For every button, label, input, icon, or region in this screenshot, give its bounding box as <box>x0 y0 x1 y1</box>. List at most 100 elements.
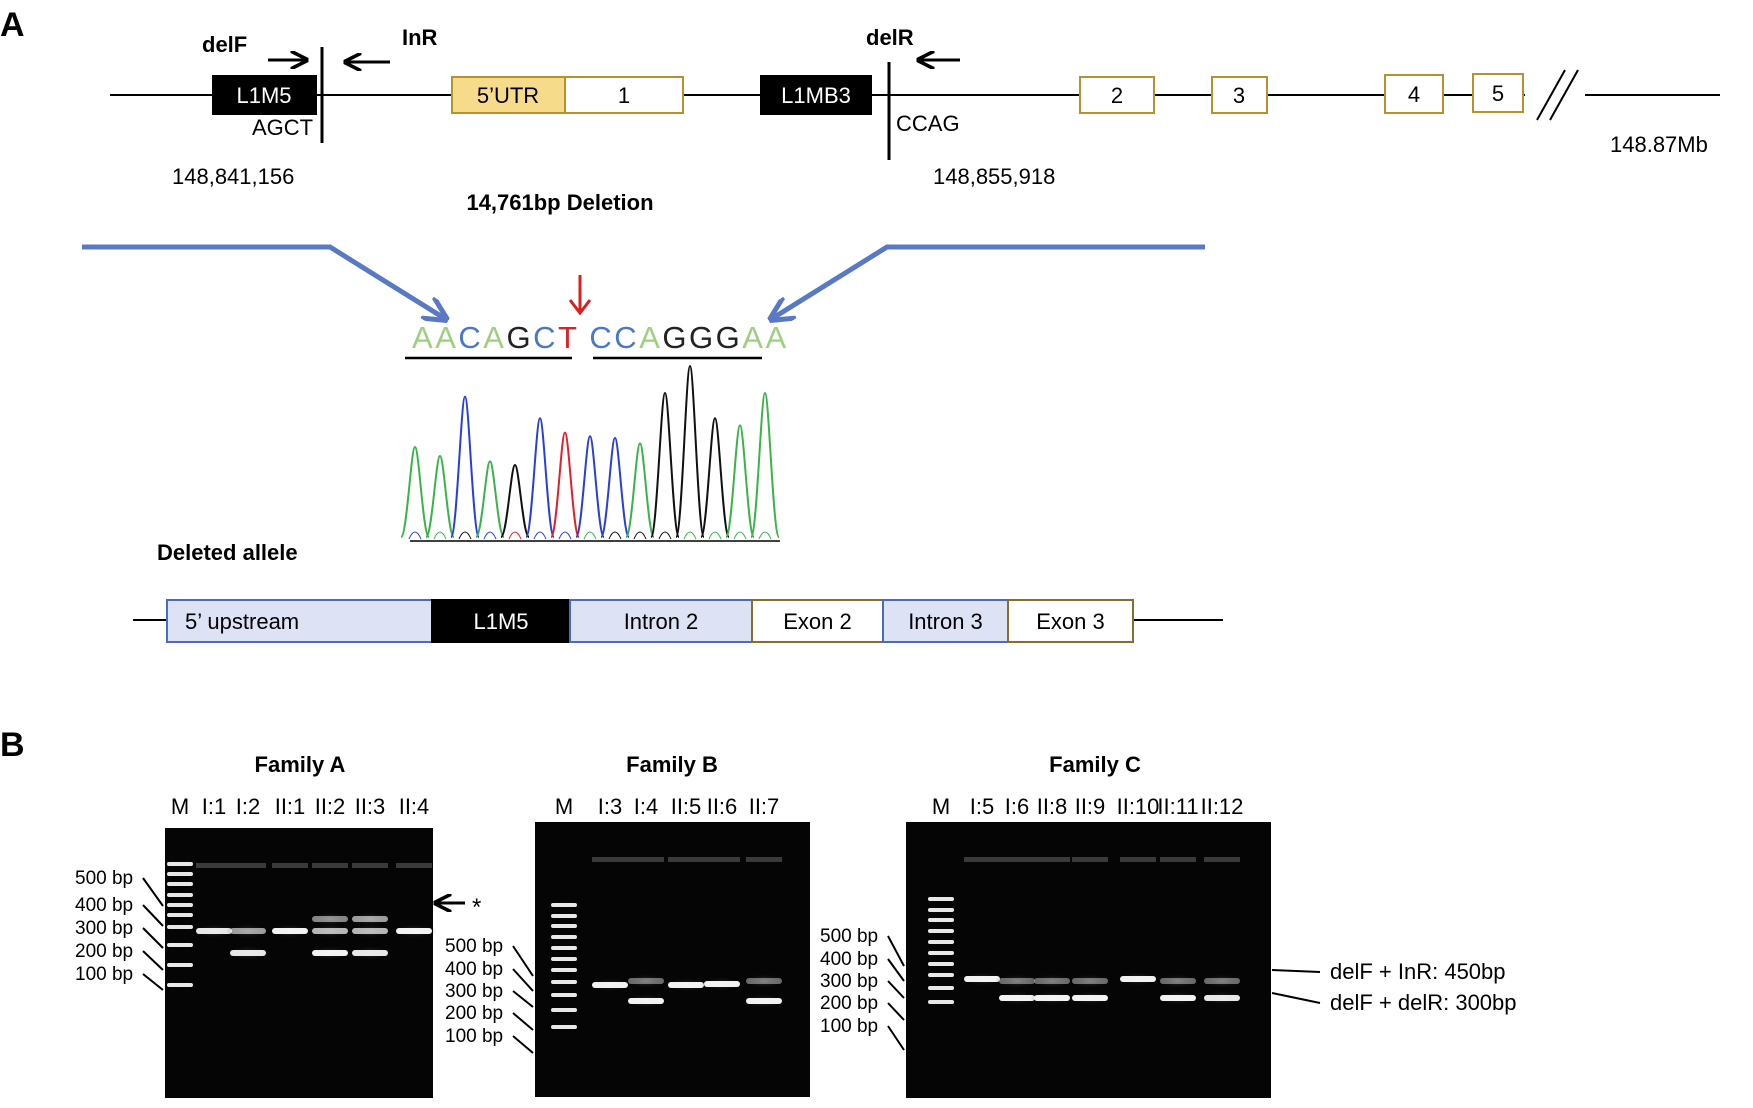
band-glow <box>624 973 668 989</box>
pcr-band <box>999 995 1035 1001</box>
coord-left: 148,841,156 <box>172 164 294 189</box>
ladder-label: 100 bp <box>445 1026 503 1047</box>
ladder-label: 200 bp <box>445 1003 503 1024</box>
pcr-band <box>230 928 266 934</box>
ladder-pointer <box>512 1035 534 1054</box>
ladder-label: 400 bp <box>820 949 878 970</box>
junction-arrow-left <box>82 244 444 318</box>
pcr-band <box>312 916 348 922</box>
ladder-band <box>167 943 193 947</box>
sequence-base: A <box>765 320 788 355</box>
band-label-450: delF + InR: 450bp <box>1330 959 1506 984</box>
sequence-base: G <box>716 320 743 355</box>
coord-end: 148.87Mb <box>1610 132 1708 157</box>
axis-break-icon <box>1536 69 1579 121</box>
chromatogram-noise <box>433 531 447 540</box>
pcr-band <box>272 928 308 934</box>
junction-arrow-right <box>773 244 1205 318</box>
ladder-pointer <box>142 904 164 927</box>
ladder-label: 200 bp <box>820 993 878 1014</box>
lane-label: II:10 <box>1117 794 1160 819</box>
ladder-band <box>928 897 954 901</box>
pcr-band <box>312 928 348 934</box>
deletion-label: 14,761bp Deletion <box>466 190 653 215</box>
ladder-pointer <box>887 1025 905 1051</box>
sequence-base: C <box>614 320 639 355</box>
allele-segment-label: Intron 3 <box>908 609 983 634</box>
band-glow <box>1068 973 1112 989</box>
ladder-band <box>551 993 577 997</box>
ladder-label: 400 bp <box>75 895 133 916</box>
chromatogram-peak <box>650 391 680 538</box>
gel-well <box>272 863 308 868</box>
gel-title: Family C <box>1049 752 1141 777</box>
gel-well <box>1120 857 1156 862</box>
gel-image <box>906 822 1271 1098</box>
lane-label: I:1 <box>202 794 226 819</box>
allele-segment <box>166 599 433 643</box>
ladder-band <box>928 918 954 922</box>
primer-delf-label: delF <box>202 32 247 57</box>
pcr-band <box>1034 978 1070 984</box>
sequence-base: A <box>483 320 506 355</box>
chromatogram-noise <box>708 531 722 540</box>
lane-label: II:6 <box>707 794 738 819</box>
pcr-band <box>352 928 388 934</box>
chromatogram-peak <box>425 454 455 538</box>
pcr-band <box>628 978 664 984</box>
band-label-300: delF + delR: 300bp <box>1330 990 1517 1015</box>
ladder-band <box>551 946 577 950</box>
chromatogram-peak <box>400 445 430 538</box>
sequence-base: A <box>639 320 662 355</box>
primer-inr-label: InR <box>402 25 438 50</box>
panel-a-label: A <box>0 6 25 44</box>
ladder-band <box>551 957 577 961</box>
l1mb3-label: L1MB3 <box>781 83 851 108</box>
band-label-line-300 <box>1271 992 1321 1004</box>
allele-segment-label: Exon 2 <box>783 609 852 634</box>
lane-label: II:7 <box>749 794 780 819</box>
exon-3-label: 3 <box>1233 83 1245 108</box>
chromatogram-peak <box>475 460 505 538</box>
gel-well <box>704 857 740 862</box>
allele-segment-label: L1M5 <box>473 609 528 634</box>
l1m5-block <box>212 75 317 115</box>
pcr-band <box>746 998 782 1004</box>
pcr-band <box>964 976 1000 982</box>
band-glow <box>1156 973 1200 989</box>
ladder-band <box>167 963 193 967</box>
coord-right: 148,855,918 <box>933 164 1055 189</box>
chromatogram-noise <box>408 531 422 540</box>
utr-label: 5’UTR <box>477 83 539 108</box>
chromatogram-noise <box>458 531 472 540</box>
ladder-band <box>928 951 954 955</box>
pcr-band <box>1160 995 1196 1001</box>
pcr-band <box>1034 995 1070 1001</box>
pcr-band <box>352 950 388 956</box>
ladder-band <box>167 925 193 929</box>
panel-b-label: B <box>0 726 25 764</box>
lane-label: II:12 <box>1201 794 1244 819</box>
gel-well <box>312 863 348 868</box>
gel-well <box>352 863 388 868</box>
chromatogram-peak <box>600 436 630 538</box>
ladder-label: 400 bp <box>445 959 503 980</box>
ladder-pointer <box>142 877 164 907</box>
utr-block <box>451 76 566 114</box>
pcr-band <box>1160 978 1196 984</box>
lane-label: I:4 <box>634 794 658 819</box>
chromatogram-peak <box>625 442 655 538</box>
ladder-band <box>928 940 954 944</box>
lane-label: I:3 <box>598 794 622 819</box>
exon-1-block <box>564 76 684 114</box>
ladder-band <box>167 893 193 897</box>
gel-well <box>668 857 704 862</box>
pcr-band <box>628 998 664 1004</box>
chromatogram-peak <box>450 395 480 538</box>
chromatogram-noise <box>608 531 622 540</box>
l1m5-label: L1M5 <box>236 83 291 108</box>
